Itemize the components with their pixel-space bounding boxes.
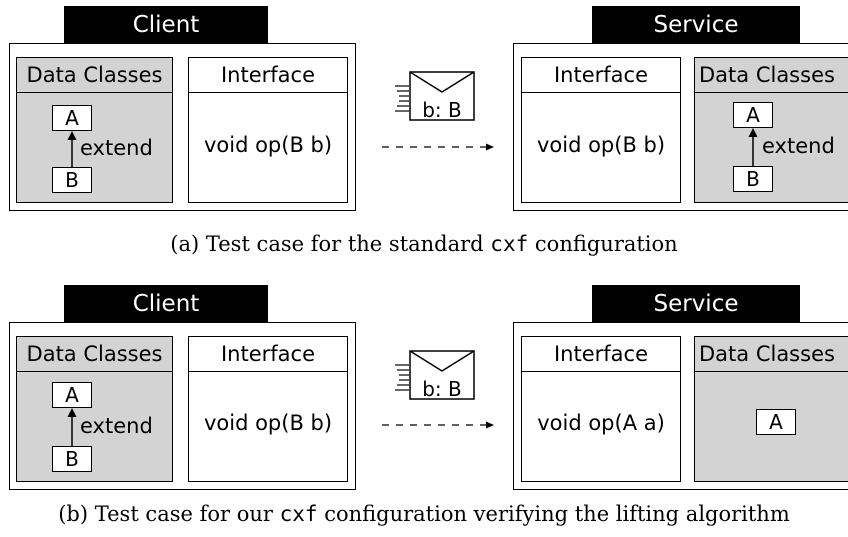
extend-arrow	[67, 131, 77, 168]
service-title-bar: Service	[592, 285, 800, 322]
caption-b-suffix: configuration verifying the lifting algo…	[317, 502, 790, 526]
client-interface-header: Interface	[189, 337, 347, 372]
client-title: Client	[132, 11, 200, 38]
client-interface-box: Interface	[188, 57, 348, 203]
caption-a-suffix: configuration	[528, 232, 678, 256]
service-title-bar: Service	[592, 6, 800, 43]
client-data-classes-box: Data Classes	[16, 336, 173, 482]
caption-a-code: cxf	[490, 232, 529, 256]
envelope-icon	[395, 350, 475, 400]
class-a-box: A	[52, 105, 92, 131]
extend-arrow	[748, 128, 758, 167]
class-b-box: B	[733, 166, 773, 192]
client-data-classes-header: Data Classes	[17, 337, 172, 372]
caption-a-prefix: (a) Test case for the standard	[170, 232, 491, 256]
service-method-signature: void op(A a)	[537, 411, 665, 435]
service-interface-box: Interface	[521, 57, 681, 203]
client-title: Client	[132, 290, 200, 317]
extend-label: extend	[80, 414, 153, 438]
envelope-icon	[395, 71, 475, 121]
caption-b-code: cxf	[279, 502, 318, 526]
service-interface-header: Interface	[522, 337, 680, 372]
service-title: Service	[653, 11, 739, 38]
class-a-box: A	[756, 409, 796, 435]
extend-arrow	[67, 408, 77, 447]
class-b-box: B	[52, 446, 92, 472]
service-method-signature: void op(B b)	[536, 133, 666, 157]
service-interface-box: Interface	[521, 336, 681, 482]
caption-b: (b) Test case for our cxf configuration …	[0, 502, 848, 526]
service-title: Service	[653, 290, 739, 317]
client-interface-box: Interface	[188, 336, 348, 482]
caption-b-prefix: (b) Test case for our	[58, 502, 280, 526]
client-method-signature: void op(B b)	[203, 133, 333, 157]
extend-label: extend	[762, 134, 835, 158]
client-title-bar: Client	[64, 285, 268, 322]
message-label: b: B	[422, 98, 462, 122]
client-title-bar: Client	[64, 6, 268, 43]
client-interface-header: Interface	[189, 58, 347, 93]
class-b-box: B	[52, 167, 92, 193]
client-data-classes-box: Data Classes	[16, 57, 173, 203]
caption-a: (a) Test case for the standard cxf confi…	[0, 232, 848, 256]
message-arrow	[382, 421, 494, 429]
message-label: b: B	[422, 377, 462, 401]
class-a-box: A	[52, 382, 92, 408]
client-method-signature: void op(B b)	[203, 411, 333, 435]
extend-label: extend	[80, 136, 153, 160]
client-data-classes-header: Data Classes	[17, 58, 172, 93]
message-arrow	[382, 143, 494, 151]
service-data-classes-header: Data Classes	[695, 337, 848, 372]
class-a-box: A	[733, 102, 773, 128]
service-interface-header: Interface	[522, 58, 680, 93]
service-data-classes-header: Data Classes	[695, 58, 848, 93]
